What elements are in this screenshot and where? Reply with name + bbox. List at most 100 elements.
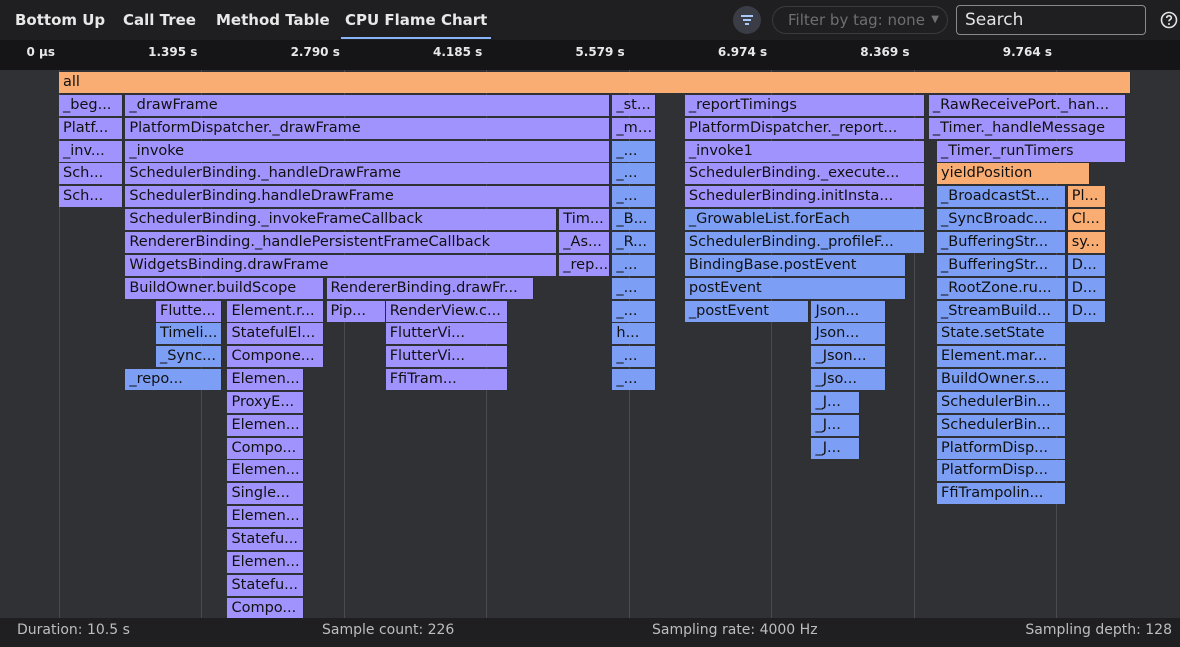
flame-bar[interactable]: BindingBase.postEvent [684, 254, 907, 276]
flame-bar[interactable]: _BroadcastSt... [937, 186, 1066, 208]
flame-bar[interactable]: Compo... [227, 437, 305, 459]
flame-bar[interactable]: _postEvent [684, 300, 810, 322]
flame-bar[interactable]: _... [612, 346, 657, 368]
flame-bar[interactable]: _RawReceivePort._han... [928, 94, 1126, 116]
flame-bar[interactable]: _... [612, 277, 657, 299]
flame-bar[interactable]: D... [1067, 254, 1106, 276]
flame-bar[interactable]: D... [1067, 277, 1106, 299]
flame-bar[interactable]: Elemen... [227, 551, 305, 573]
flame-bar[interactable]: FlutterVi... [385, 346, 509, 368]
flame-bar[interactable]: Compone... [227, 346, 325, 368]
flame-bar[interactable]: _Timer._handleMessage [928, 117, 1126, 139]
flame-bar[interactable]: Elemen... [227, 414, 305, 436]
flame-bar[interactable]: FfiTram... [385, 369, 509, 391]
flame-bar[interactable]: _GrowableList.forEach [684, 209, 925, 231]
flame-bar[interactable]: Tim... [559, 209, 611, 231]
flame-bar[interactable]: Cl... [1067, 209, 1106, 231]
flame-bar[interactable]: _RootZone.ru... [937, 277, 1066, 299]
flame-bar[interactable]: PlatformDispatcher._report... [684, 117, 925, 139]
flame-bar[interactable]: Sch... [59, 186, 124, 208]
flame-bar[interactable]: all [59, 72, 1132, 93]
flame-bar[interactable]: h... [612, 323, 657, 345]
tab-cpu-flame-chart[interactable]: CPU Flame Chart [340, 0, 492, 40]
flame-bar[interactable]: _repo... [125, 369, 223, 391]
flame-bar[interactable]: _inv... [59, 140, 124, 162]
flame-bar[interactable]: _... [612, 140, 657, 162]
flame-bar[interactable]: Elemen... [227, 460, 305, 482]
flame-bar[interactable]: PlatformDisp... [937, 437, 1066, 459]
flame-bar[interactable]: Timeli... [155, 323, 223, 345]
flame-bar[interactable]: _reportTimings [684, 94, 925, 116]
search-input[interactable] [956, 5, 1146, 35]
flame-bar[interactable]: _J... [811, 414, 861, 436]
flame-bar[interactable]: Platf... [59, 117, 124, 139]
flame-bar[interactable]: Pl... [1067, 186, 1106, 208]
flame-bar[interactable]: PlatformDispatcher._drawFrame [125, 117, 611, 139]
flame-bar[interactable]: WidgetsBinding.drawFrame [125, 254, 558, 276]
flame-bar[interactable]: Elemen... [227, 506, 305, 528]
flame-bar[interactable]: Statefu... [227, 529, 305, 550]
flame-bar[interactable]: yieldPosition [937, 163, 1091, 185]
flame-bar[interactable]: SchedulerBinding.initInsta... [684, 186, 925, 208]
help-circle-icon[interactable] [1160, 11, 1178, 29]
tab-bottom-up[interactable]: Bottom Up [15, 11, 106, 29]
flame-bar[interactable]: StatefulEl... [227, 323, 325, 345]
flame-bar[interactable]: _mi... [612, 117, 657, 139]
tab-method-table[interactable]: Method Table [216, 11, 330, 29]
flame-bar[interactable]: RenderView.c... [385, 300, 509, 322]
flame-bar[interactable]: Flutte... [155, 300, 223, 322]
flame-bar[interactable]: State.setState [937, 323, 1066, 345]
flame-bar[interactable]: SchedulerBinding._execute... [684, 163, 925, 185]
flame-bar[interactable]: _st... [612, 94, 657, 116]
flame-bar[interactable]: _... [612, 163, 657, 185]
flame-bar[interactable]: _SyncBroadc... [937, 209, 1066, 231]
flame-bar[interactable]: Pip... [326, 300, 386, 322]
flame-bar[interactable]: _... [612, 186, 657, 208]
filter-button[interactable] [733, 6, 761, 34]
flame-bar[interactable]: D... [1067, 300, 1106, 322]
flame-bar[interactable]: _invoke1 [684, 140, 925, 162]
flame-bar[interactable]: Statefu... [227, 574, 305, 596]
flame-bar[interactable]: SchedulerBinding._profileF... [684, 231, 925, 253]
flame-bar[interactable]: _Timer._runTimers [937, 140, 1126, 162]
flame-bar[interactable]: Element.r... [227, 300, 325, 322]
flame-bar[interactable]: Compo... [227, 597, 305, 618]
flame-bar[interactable]: _Jso... [811, 369, 886, 391]
flame-bar[interactable]: _... [612, 369, 657, 391]
flame-bar[interactable]: SchedulerBinding._invokeFrameCallback [125, 209, 558, 231]
flame-bar[interactable]: Single... [227, 483, 305, 505]
flame-bar[interactable]: Json... [811, 300, 886, 322]
flame-bar[interactable]: _Sync... [155, 346, 223, 368]
flame-bar[interactable]: _Json... [811, 346, 886, 368]
flame-bar[interactable]: Sch... [59, 163, 124, 185]
flame-bar[interactable]: PlatformDisp... [937, 460, 1066, 482]
flame-bar[interactable]: FlutterVi... [385, 323, 509, 345]
filter-by-tag-dropdown[interactable]: Filter by tag: none ▼ [772, 6, 948, 34]
flame-bar[interactable]: postEvent [684, 277, 907, 299]
flame-bar[interactable]: _BufferingStr... [937, 254, 1066, 276]
flame-bar[interactable]: BuildOwner.s... [937, 369, 1066, 391]
flame-bar[interactable]: Element.mar... [937, 346, 1066, 368]
flame-bar[interactable]: _R... [612, 231, 657, 253]
tab-call-tree[interactable]: Call Tree [123, 11, 196, 29]
flame-bar[interactable]: _J... [811, 437, 861, 459]
flame-bar[interactable]: Json... [811, 323, 886, 345]
flame-bar[interactable]: SchedulerBin... [937, 414, 1066, 436]
flame-bar[interactable]: Elemen... [227, 369, 305, 391]
flame-bar[interactable]: RendererBinding.drawFr... [326, 277, 534, 299]
flame-bar[interactable]: _... [612, 254, 657, 276]
flame-bar[interactable]: SchedulerBinding.handleDrawFrame [125, 186, 611, 208]
flame-bar[interactable]: _rep... [559, 254, 611, 276]
flame-bar[interactable]: _invoke [125, 140, 611, 162]
flame-bar[interactable]: _As... [559, 231, 611, 253]
flame-bar[interactable]: SchedulerBinding._handleDrawFrame [125, 163, 611, 185]
flame-bar[interactable]: ProxyE... [227, 391, 305, 413]
flame-bar[interactable]: _drawFrame [125, 94, 611, 116]
flame-bar[interactable]: RendererBinding._handlePersistentFrameCa… [125, 231, 558, 253]
flame-bar[interactable]: sy... [1067, 231, 1106, 253]
flame-bar[interactable]: SchedulerBin... [937, 391, 1066, 413]
flame-bar[interactable]: BuildOwner.buildScope [125, 277, 325, 299]
flame-bar[interactable]: _StreamBuild... [937, 300, 1066, 322]
flame-bar[interactable]: FfiTrampolin... [937, 483, 1066, 505]
flame-bar[interactable]: _... [612, 300, 657, 322]
